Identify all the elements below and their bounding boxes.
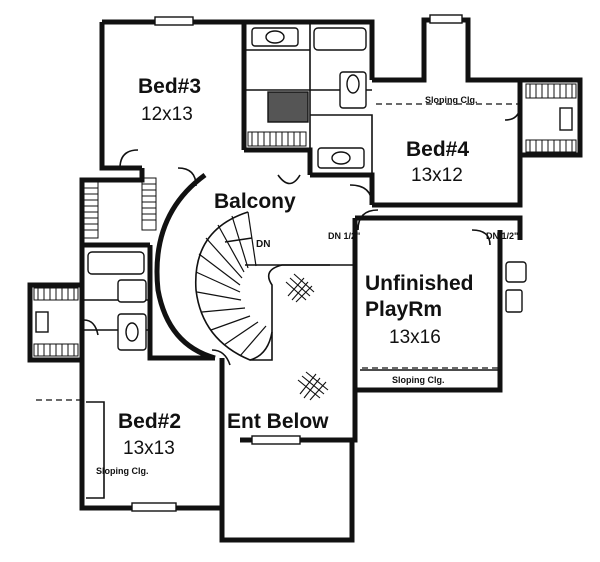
- closet-shelves: [33, 83, 577, 357]
- sloping-ceiling-lines: [36, 103, 520, 499]
- stair-down-label: DN: [256, 239, 270, 250]
- curved-stair: [154, 172, 330, 361]
- entry-below-label: Ent Below: [227, 410, 329, 433]
- bath-fixtures: [87, 27, 527, 351]
- playroom-name-line2: PlayRm: [365, 298, 442, 321]
- sloping-clg-bed4: Sloping Clg.: [425, 95, 478, 105]
- bed3-size: 12x13: [141, 104, 193, 125]
- bed4-size: 13x12: [411, 165, 463, 186]
- step-down-right: DN 1/2": [486, 231, 518, 241]
- bed2-name: Bed#2: [118, 410, 181, 433]
- balcony-label: Balcony: [214, 190, 296, 213]
- sloping-clg-bed2: Sloping Clg.: [96, 466, 149, 476]
- ceiling-marks: [285, 273, 329, 401]
- bed4-name: Bed#4: [406, 138, 469, 161]
- step-down-left: DN 1/2": [328, 231, 360, 241]
- sloping-clg-playroom: Sloping Clg.: [392, 375, 445, 385]
- bed2-size: 13x13: [123, 438, 175, 459]
- playroom-name-line1: Unfinished: [365, 272, 474, 295]
- room-labels: Bed#3 12x13 Bed#4 13x12 Balcony Unfinish…: [118, 75, 474, 459]
- windows: [35, 14, 573, 512]
- playroom-size: 13x16: [389, 327, 441, 348]
- plan-notes: Sloping Clg. Sloping Clg. Sloping Clg. D…: [96, 95, 518, 476]
- doors: [83, 107, 521, 366]
- bed3-name: Bed#3: [138, 75, 201, 98]
